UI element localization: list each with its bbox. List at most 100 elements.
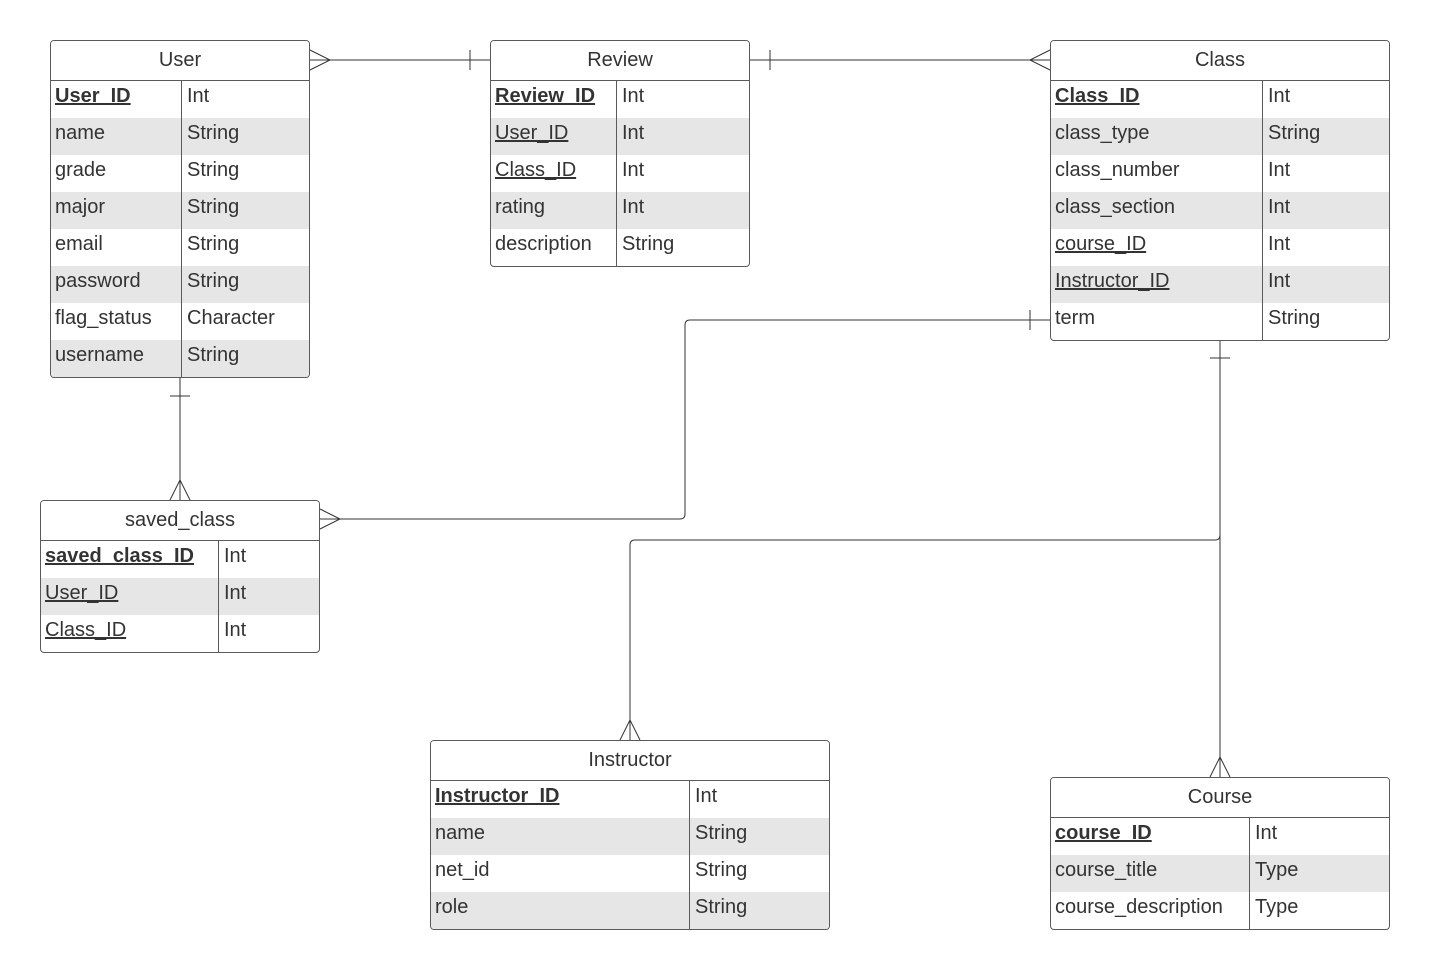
attribute-type: String — [181, 266, 309, 303]
attribute-type: String — [181, 155, 309, 192]
attribute-name: term — [1055, 307, 1095, 329]
attribute-type: String — [181, 118, 309, 155]
attribute-type: String — [181, 229, 309, 266]
attribute-row: Class_ID Int — [41, 615, 319, 652]
attribute-name: class_section — [1055, 196, 1176, 218]
attribute-name: course_ID — [1055, 233, 1147, 255]
attribute-row: grade String — [51, 155, 309, 192]
attribute-name: saved_class_ID — [45, 545, 195, 567]
attribute-name: course_ID — [1055, 822, 1152, 844]
attribute-name: Class_ID — [1055, 85, 1140, 107]
attribute-name: net_id — [435, 859, 490, 881]
attribute-row: term String — [1051, 303, 1389, 340]
relationship-user-review — [309, 49, 490, 71]
attribute-row: class_number Int — [1051, 155, 1389, 192]
attribute-row: course_title Type — [1051, 855, 1389, 892]
attribute-type: Int — [1262, 155, 1389, 192]
attribute-type: Int — [218, 578, 319, 615]
attribute-type: Character — [181, 303, 309, 340]
attribute-name: rating — [495, 196, 546, 218]
attribute-type: String — [689, 818, 829, 855]
attribute-type: Type — [1249, 892, 1389, 929]
entity-title: User — [51, 41, 309, 81]
attribute-type: String — [616, 229, 749, 266]
relationship-class-instructor — [619, 340, 1230, 741]
attribute-type: String — [1262, 118, 1389, 155]
attribute-row: username String — [51, 340, 309, 377]
attribute-name: flag_status — [55, 307, 152, 329]
attribute-row: flag_status Character — [51, 303, 309, 340]
attribute-name: role — [435, 896, 469, 918]
attribute-type: Int — [218, 541, 319, 578]
entity-title: Instructor — [431, 741, 829, 781]
attribute-type: Type — [1249, 855, 1389, 892]
attribute-name: class_type — [1055, 122, 1150, 144]
attribute-type: Int — [1262, 81, 1389, 118]
attribute-row: name String — [51, 118, 309, 155]
attribute-type: Int — [218, 615, 319, 652]
attribute-row: Instructor_ID Int — [431, 781, 829, 818]
attribute-row: course_ID Int — [1051, 818, 1389, 855]
attribute-type: String — [689, 855, 829, 892]
attribute-row: course_description Type — [1051, 892, 1389, 929]
attribute-type: Int — [616, 81, 749, 118]
attribute-name: name — [55, 122, 106, 144]
attribute-name: course_description — [1055, 896, 1223, 918]
entity-title: Course — [1051, 778, 1389, 818]
attribute-type: String — [181, 340, 309, 377]
attribute-name: grade — [55, 159, 107, 181]
attribute-name: major — [55, 196, 106, 218]
attribute-name: Review_ID — [495, 85, 596, 107]
attribute-row: rating Int — [491, 192, 749, 229]
attribute-type: String — [181, 192, 309, 229]
relationship-class-saved-class — [319, 310, 1050, 530]
attribute-type: Int — [616, 192, 749, 229]
attribute-name: Instructor_ID — [435, 785, 560, 807]
attribute-row: User_ID Int — [491, 118, 749, 155]
attribute-row: class_type String — [1051, 118, 1389, 155]
attribute-name: email — [55, 233, 103, 255]
attribute-name: Instructor_ID — [1055, 270, 1170, 292]
entity-title: saved_class — [41, 501, 319, 541]
attribute-name: Class_ID — [45, 619, 127, 641]
attribute-row: saved_class_ID Int — [41, 541, 319, 578]
attribute-type: String — [689, 892, 829, 929]
attribute-row: name String — [431, 818, 829, 855]
attribute-type: String — [1262, 303, 1389, 340]
attribute-row: description String — [491, 229, 749, 266]
attribute-type: Int — [1262, 266, 1389, 303]
attribute-name: course_title — [1055, 859, 1158, 881]
attribute-name: username — [55, 344, 144, 366]
attribute-type: Int — [689, 781, 829, 818]
attribute-row: class_section Int — [1051, 192, 1389, 229]
relationship-class-course — [1209, 535, 1231, 778]
attribute-name: password — [55, 270, 141, 292]
attribute-row: email String — [51, 229, 309, 266]
attribute-type: Int — [181, 81, 309, 118]
attribute-row: net_id String — [431, 855, 829, 892]
relationship-review-class — [750, 49, 1051, 71]
attribute-type: Int — [616, 118, 749, 155]
attribute-type: Int — [616, 155, 749, 192]
attribute-row: major String — [51, 192, 309, 229]
entity-title: Review — [491, 41, 749, 81]
relationship-user-saved-class — [169, 376, 191, 501]
attribute-type: Int — [1262, 192, 1389, 229]
attribute-name: description — [495, 233, 592, 255]
entity-title: Class — [1051, 41, 1389, 81]
attribute-type: Int — [1249, 818, 1389, 855]
attribute-row: Instructor_ID Int — [1051, 266, 1389, 303]
attribute-name: class_number — [1055, 159, 1180, 181]
attribute-name: User_ID — [495, 122, 569, 144]
attribute-name: name — [435, 822, 486, 844]
